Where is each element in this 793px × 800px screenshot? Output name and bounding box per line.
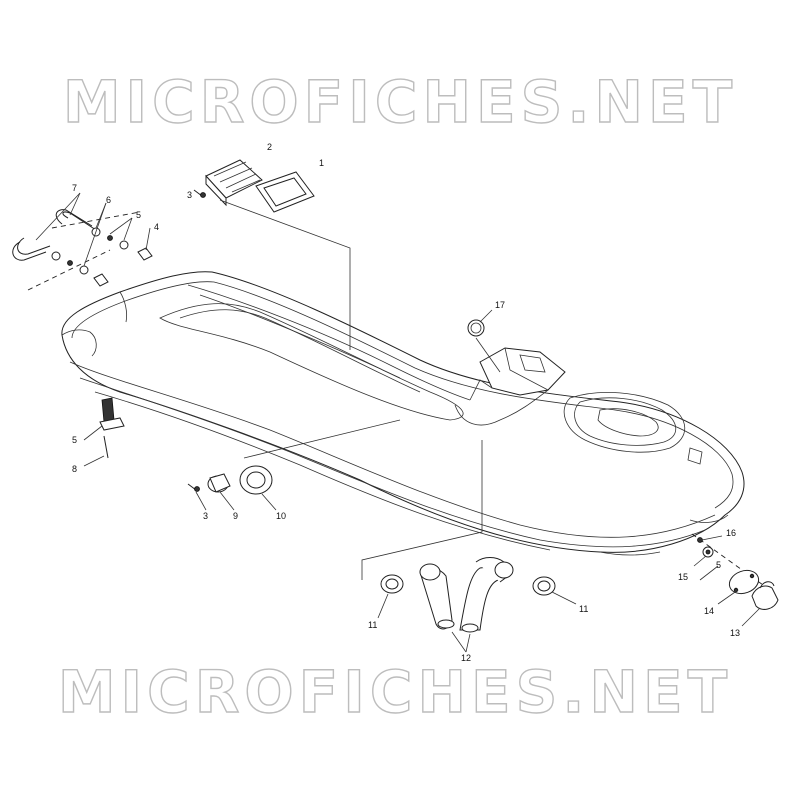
watermark-bottom: MICROFICHES.NET — [58, 658, 732, 726]
callout-3-top: 3 — [187, 190, 192, 200]
callout-11-left: 11 — [368, 620, 377, 630]
callout-4: 4 — [154, 222, 159, 232]
watercraft-hull — [61, 271, 745, 556]
callout-16: 16 — [726, 528, 736, 538]
callout-17: 17 — [495, 300, 505, 310]
callout-10: 10 — [276, 511, 286, 521]
drain-plug-left — [99, 397, 125, 459]
callout-8: 8 — [72, 464, 77, 474]
callout-12: 12 — [461, 653, 471, 663]
callout-11-right: 11 — [579, 604, 588, 614]
callout-7: 7 — [72, 183, 77, 193]
callout-13: 13 — [730, 628, 740, 638]
stern-tow-eyes — [12, 209, 153, 291]
callout-5-left: 5 — [72, 435, 77, 445]
callout-6: 6 — [106, 195, 111, 205]
elbow-hoses — [419, 557, 514, 633]
callout-5-right: 5 — [716, 560, 721, 570]
callout-5-top: 5 — [136, 210, 141, 220]
callout-1: 1 — [319, 158, 324, 168]
callout-3-mid: 3 — [203, 511, 208, 521]
watermark-top: MICROFICHES.NET — [63, 68, 737, 136]
vent-grille — [205, 159, 263, 207]
callout-2: 2 — [267, 142, 272, 152]
callout-15: 15 — [678, 572, 688, 582]
callout-14: 14 — [704, 606, 714, 616]
hose-clamps — [380, 574, 556, 596]
callout-9: 9 — [233, 511, 238, 521]
screw-top — [193, 189, 206, 198]
bow-eye-assembly — [691, 533, 779, 610]
fitting-group-center — [187, 465, 273, 495]
o-ring — [467, 319, 485, 337]
vent-cover-plate — [255, 171, 315, 213]
